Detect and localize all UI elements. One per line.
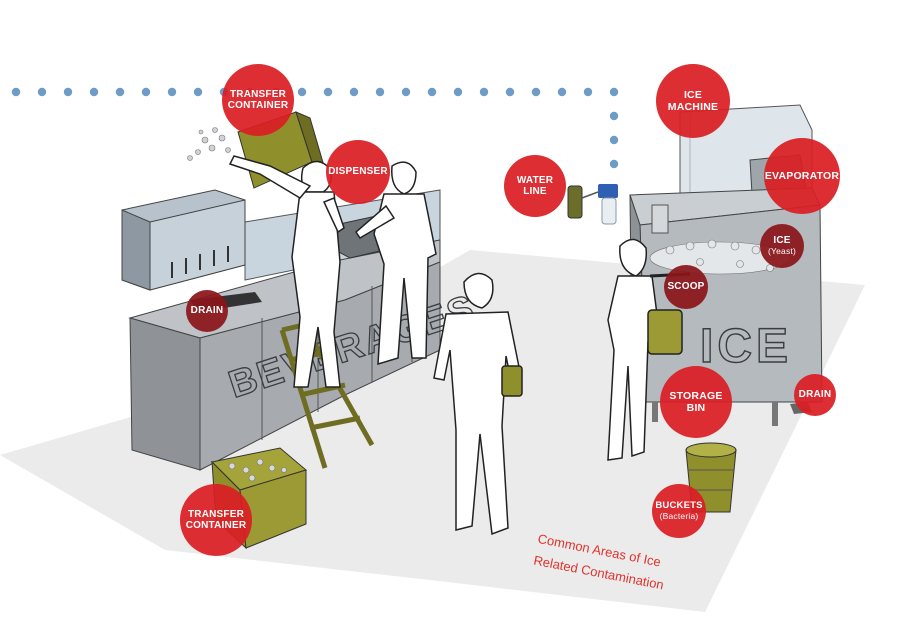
marker-label: BUCKETS — [655, 499, 703, 511]
marker-scoop: SCOOP — [664, 265, 708, 309]
marker-water-line: WATER LINE — [504, 155, 566, 217]
marker-label: WATER — [516, 174, 554, 186]
walking-man — [433, 272, 523, 536]
marker-dispenser: DISPENSER — [326, 140, 390, 204]
marker-label: BIN — [686, 402, 706, 414]
marker-buckets-bacteria: BUCKETS (Bacteria) — [652, 484, 706, 538]
marker-label: LINE — [523, 186, 547, 197]
worker-on-ladder — [228, 155, 345, 388]
marker-label: DISPENSER — [328, 166, 388, 178]
marker-label: ICE — [773, 235, 791, 247]
marker-label: MACHINE — [667, 101, 719, 113]
marker-evaporator: EVAPORATOR — [764, 138, 840, 214]
marker-transfer-container-bottom: TRANSFER CONTAINER — [180, 484, 252, 556]
marker-drain-right: DRAIN — [794, 374, 836, 416]
marker-label: TRANSFER — [187, 508, 245, 520]
marker-label: EVAPORATOR — [764, 169, 840, 182]
dotted-water-line — [11, 87, 619, 169]
marker-sublabel: (Bacteria) — [659, 510, 699, 521]
marker-storage-bin: STORAGE BIN — [660, 366, 732, 438]
marker-label: ICE — [683, 88, 703, 101]
marker-label: SCOOP — [667, 281, 705, 293]
marker-label: CONTAINER — [227, 100, 289, 111]
marker-ice-yeast: ICE (Yeast) — [760, 224, 804, 268]
marker-label: STORAGE — [669, 389, 723, 402]
marker-sublabel: (Yeast) — [767, 245, 797, 256]
marker-drain-left: DRAIN — [186, 290, 228, 332]
marker-ice-machine: ICE MACHINE — [656, 64, 730, 138]
woman-with-bucket — [607, 238, 691, 461]
marker-transfer-container-top: TRANSFER CONTAINER — [222, 64, 294, 136]
marker-label: DRAIN — [798, 389, 832, 401]
ice-signage: ICE — [700, 320, 792, 373]
marker-label: CONTAINER — [185, 520, 247, 531]
marker-label: TRANSFER — [229, 88, 287, 100]
worker-at-dispenser — [355, 161, 437, 366]
marker-label: DRAIN — [190, 305, 224, 317]
